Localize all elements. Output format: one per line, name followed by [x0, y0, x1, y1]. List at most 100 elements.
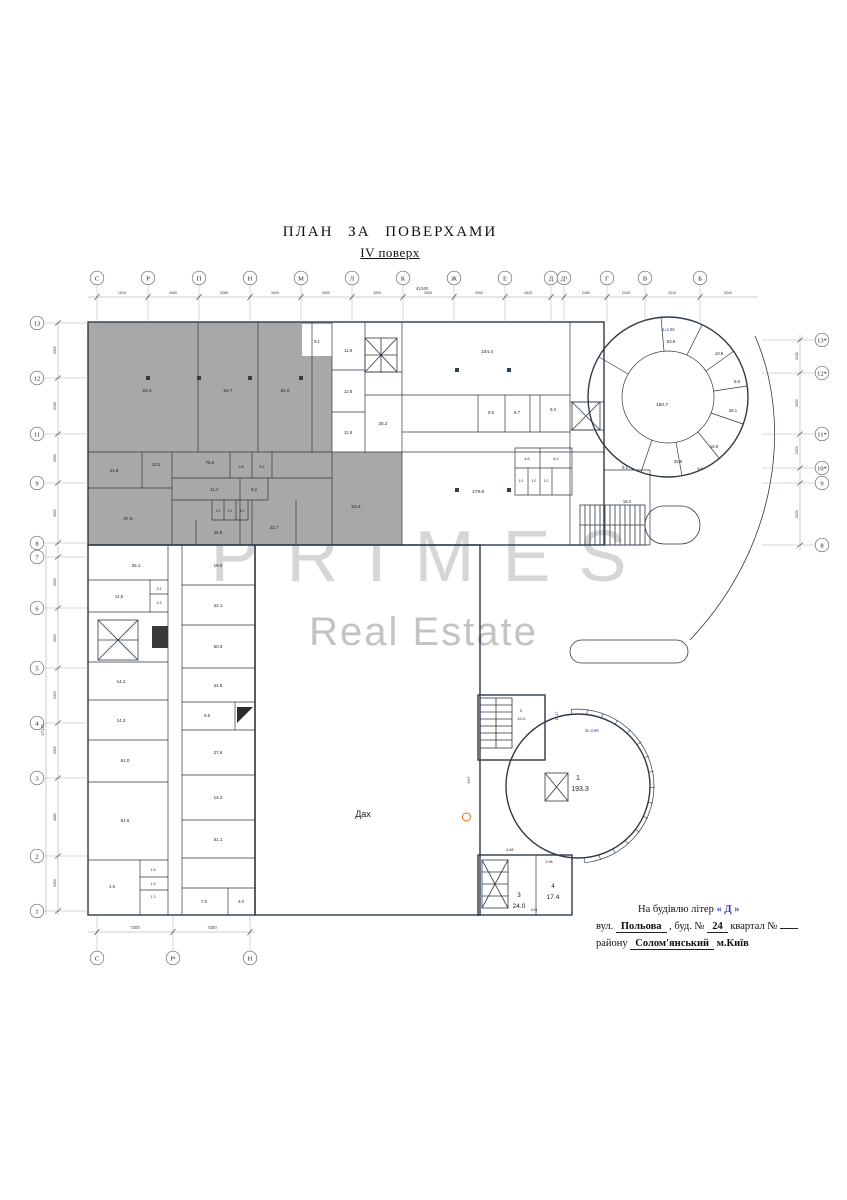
- room-area-label: 3: [517, 893, 521, 899]
- gray-room-fill: [88, 452, 332, 545]
- room-area-label: 193.3: [571, 786, 589, 793]
- axis-label: Л: [350, 275, 355, 282]
- room-area-label: 29.5: [674, 459, 683, 464]
- room-area-label: 4.3: [157, 601, 162, 605]
- room-area-label: 10.8: [715, 351, 724, 356]
- rotunda-outer-wall: [587, 316, 749, 478]
- room-area-label: 54.7: [224, 388, 233, 393]
- window-tick: [636, 741, 642, 745]
- dimension-label: 4680: [53, 813, 57, 821]
- room-area-label: 24.0: [513, 903, 526, 910]
- dimension-label: 1500: [795, 446, 799, 454]
- site-boundary-curve: [689, 335, 775, 641]
- room-area-label: 50.3: [214, 644, 223, 649]
- terrace-oval: [569, 639, 689, 664]
- room-area-label: 7.0: [201, 899, 207, 904]
- axis-mark: [814, 332, 830, 348]
- window-tick: [612, 848, 616, 854]
- white-room-fill: [302, 324, 332, 356]
- address-building-letter: « Д »: [716, 904, 740, 915]
- address-block: На будівлю літер « Д » вул. Польова , бу…: [596, 901, 844, 952]
- street-label: вул.: [596, 921, 614, 932]
- dimension-label: 3060: [53, 578, 57, 586]
- room-area-label: 6.5: [204, 713, 210, 718]
- room-area-label: 22.1: [214, 603, 223, 608]
- city-name: м.Київ: [716, 938, 749, 949]
- window-tick: [648, 771, 654, 773]
- axis-label: Г: [605, 275, 609, 282]
- room-area-label: 1.9: [151, 882, 156, 886]
- street-name: Польова: [615, 921, 667, 933]
- room-area-label: 16.6: [710, 444, 719, 449]
- level-marker-icon: [462, 812, 471, 822]
- room-area-label: 1.0: [216, 509, 221, 513]
- room-area-label: Дах: [355, 809, 371, 819]
- axis-label: С: [95, 275, 99, 282]
- room-area-label: 26.1: [729, 408, 738, 413]
- dimension-label: 3300: [53, 879, 57, 887]
- axis-label: С: [95, 955, 99, 962]
- dimension-label: 3000: [373, 291, 381, 295]
- room-area-label: 1.3: [151, 895, 156, 899]
- ramp-oval: [644, 505, 701, 545]
- building-no-label: , буд. №: [669, 921, 705, 932]
- room-area-label: 5.2: [259, 465, 264, 469]
- dimension-label: 3340: [53, 402, 57, 410]
- axis-mark: [242, 270, 258, 286]
- window-tick: [586, 709, 588, 715]
- stairs-elevators: [97, 337, 701, 909]
- interior-wall-lines: [88, 322, 651, 915]
- axis-mark: [89, 270, 105, 286]
- room-area-label: 84.0: [281, 388, 290, 393]
- dimension-label: 3000: [795, 510, 799, 518]
- window-tick: [601, 713, 604, 719]
- axis-label: 8: [820, 542, 823, 549]
- address-line-1: На будівлю літер « Д »: [596, 901, 844, 918]
- axis-mark: [242, 950, 258, 966]
- axis-label: К: [401, 275, 406, 282]
- dimension-label: 3285: [220, 291, 228, 295]
- axis-label: 1: [35, 908, 38, 915]
- axis-label: 12: [34, 375, 41, 382]
- room-area-label: 1: [576, 775, 580, 782]
- axis-mark: [29, 770, 45, 786]
- axis-label: Н: [248, 955, 253, 962]
- room-area-label: 9.1: [622, 465, 628, 470]
- hall-outer-arc: [571, 708, 655, 864]
- room-area-label: 3.1: [157, 587, 162, 591]
- room-area-label: 2: [520, 708, 523, 713]
- axis-label: М: [298, 275, 304, 282]
- room-area-label: 53.6: [667, 339, 676, 344]
- axis-mark: [29, 715, 45, 731]
- district-name: Солом'янський: [630, 938, 715, 950]
- room-area-label: 14.2: [117, 718, 126, 723]
- rotunda-radial-walls: [598, 316, 748, 477]
- axis-label: 2: [35, 853, 38, 860]
- room-area-label: 4: [551, 884, 555, 890]
- lower-block-outline: [477, 854, 573, 916]
- watermark-subtitle: Real Estate: [309, 610, 538, 654]
- dimension-label: 2820: [524, 291, 532, 295]
- stair-icon: [580, 505, 645, 545]
- axis-label: 7: [35, 554, 39, 561]
- axis-label: Д: [549, 275, 554, 282]
- room-area-label: В=3.96: [585, 728, 599, 733]
- room-area-label: 25.2: [379, 421, 388, 426]
- axis-mark: [814, 537, 830, 553]
- wall-hatch-triangle: [237, 707, 253, 723]
- interior-walls: [88, 316, 748, 915]
- axis-mark: [29, 426, 45, 442]
- room-area-label: 21.9: [110, 468, 119, 473]
- stair-icon: [364, 337, 398, 373]
- address-building-label: На будівлю літер: [638, 904, 714, 915]
- axis-mark: [29, 315, 45, 331]
- axis-label: В: [643, 275, 648, 282]
- dimension-label: 3000: [795, 399, 799, 407]
- axis-mark: [692, 270, 708, 286]
- room-area-label: 4.6: [109, 884, 115, 889]
- room-area-label: 12.8: [344, 430, 353, 435]
- elevator-shaft-icon: [152, 626, 168, 648]
- axis-label: 13*: [817, 337, 827, 344]
- axis-label: Ж: [451, 275, 457, 282]
